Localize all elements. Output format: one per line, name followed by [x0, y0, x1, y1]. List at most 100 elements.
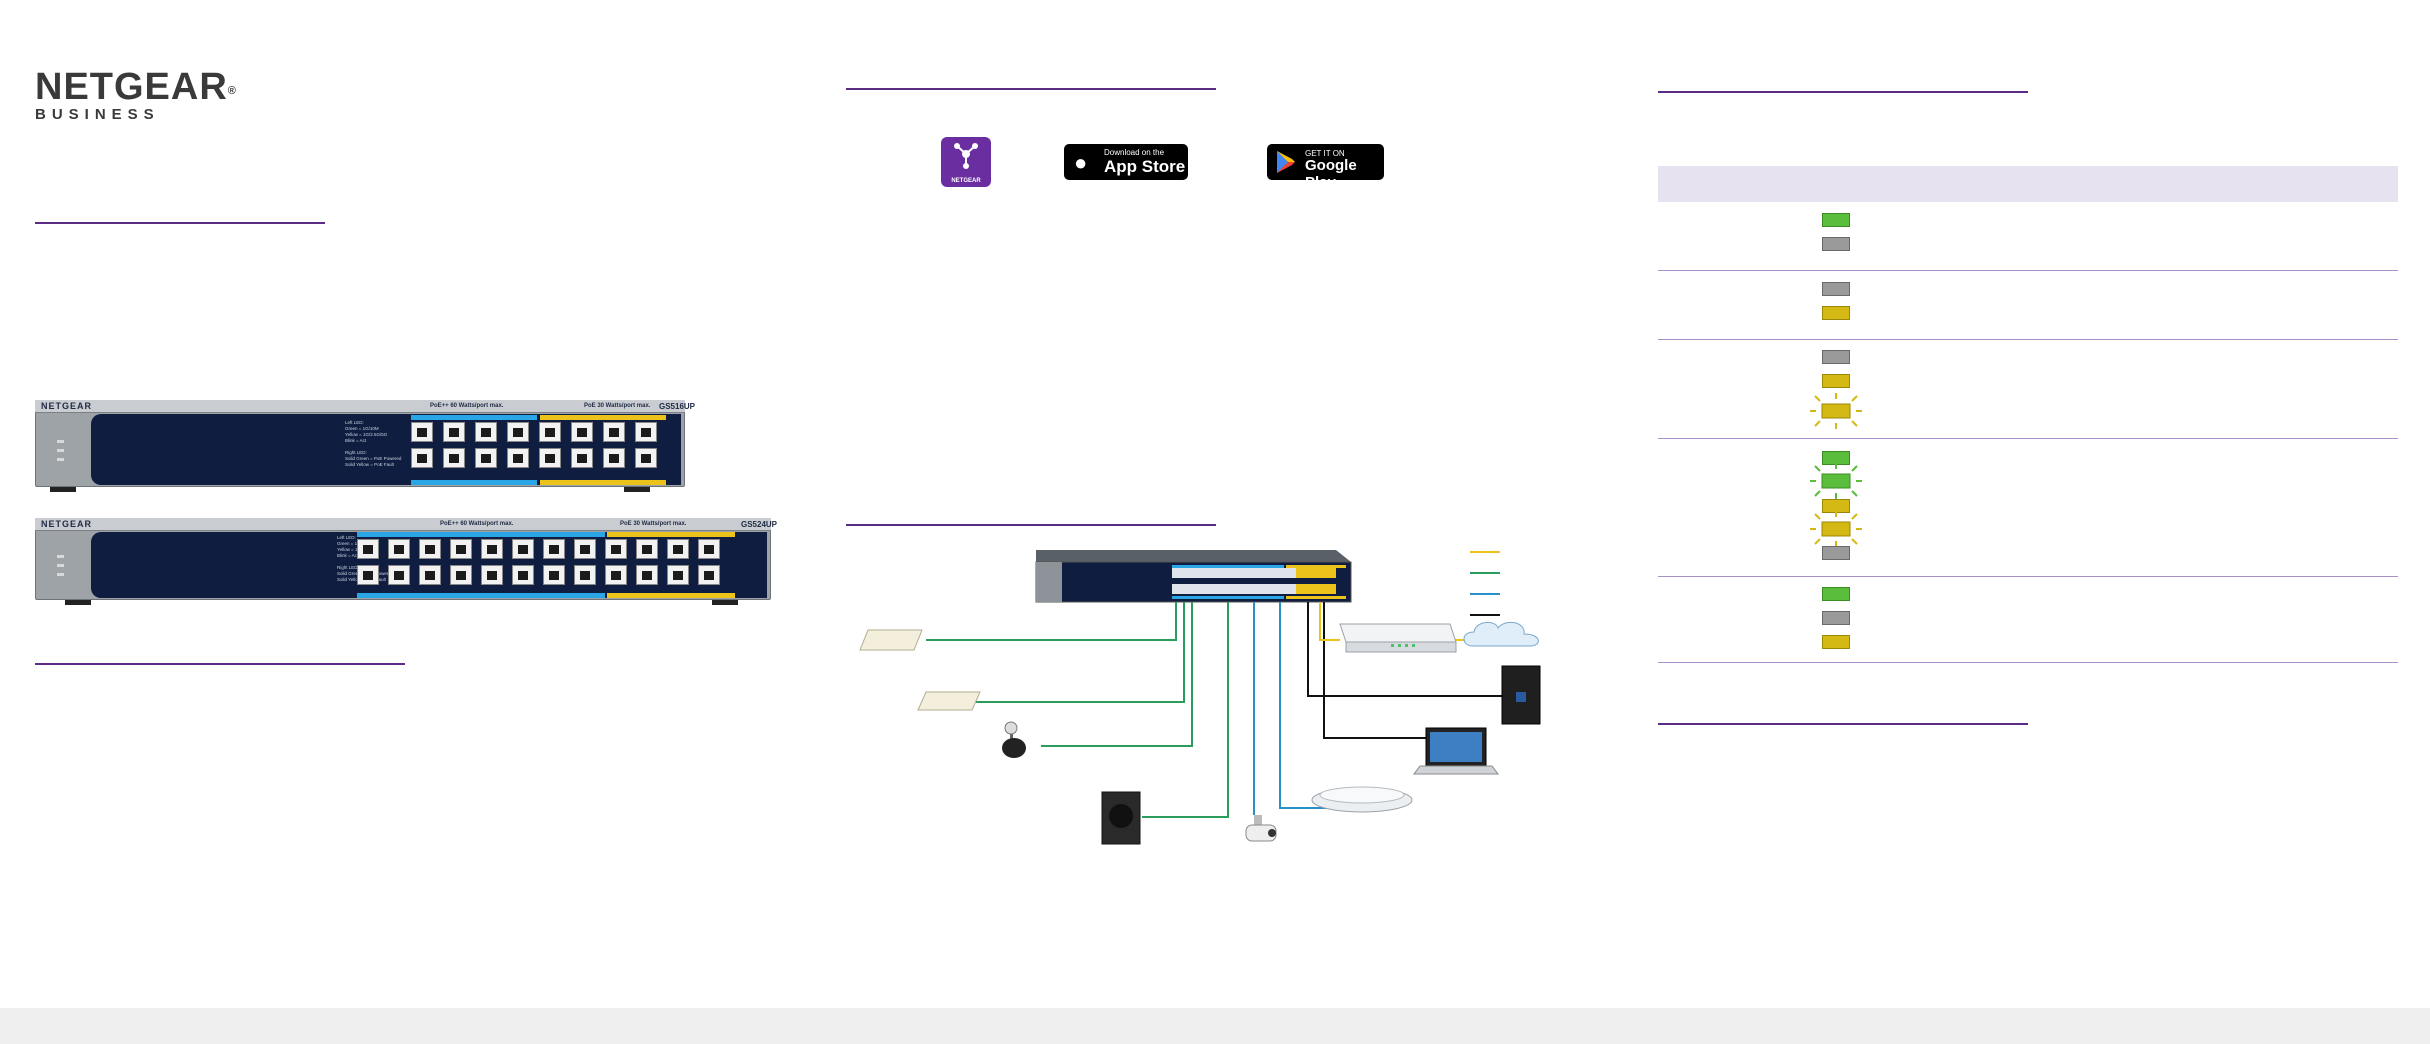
ethernet-port — [605, 539, 627, 559]
led-green-blinking-icon — [1810, 463, 1862, 499]
led-indicator-off — [1822, 611, 1850, 625]
switch-gs524up: NETGEAR PoE++ 60 Watts/port max. PoE 30 … — [35, 518, 777, 602]
app-icon-label: NETGEAR — [951, 178, 981, 184]
ethernet-port — [539, 448, 561, 468]
google-play-badge[interactable]: GET IT ON Google Play — [1267, 144, 1384, 191]
switch-foot — [624, 487, 650, 492]
logo-subtitle: BUSINESS — [35, 106, 160, 123]
switch-top-strip — [35, 518, 771, 531]
ethernet-port — [443, 422, 465, 442]
section-rule-connect — [846, 524, 1216, 526]
router-icon — [1339, 623, 1457, 653]
page-footer-bar — [0, 1008, 2430, 1044]
dome-camera-icon — [1002, 721, 1026, 758]
ethernet-port — [512, 539, 534, 559]
ethernet-port — [571, 448, 593, 468]
ethernet-port — [574, 539, 596, 559]
led-table-header — [1658, 166, 2398, 202]
ports-bank — [357, 539, 725, 585]
switch-brand: NETGEAR — [41, 519, 93, 529]
poe-strip-bottom — [607, 593, 735, 598]
led-panel-light-icon — [859, 629, 923, 651]
led-indicator-yellow — [1822, 635, 1850, 649]
ethernet-port — [357, 565, 379, 585]
netgear-business-logo: NETGEAR® BUSINESS — [35, 68, 237, 123]
ethernet-port — [603, 448, 625, 468]
ethernet-port — [539, 422, 561, 442]
section-rule-overview — [35, 222, 325, 224]
status-leds — [57, 440, 64, 467]
ethernet-port — [635, 448, 657, 468]
google-play-icon — [1277, 151, 1295, 173]
apple-icon: ● — [1074, 150, 1088, 175]
status-leds — [57, 555, 64, 582]
ethernet-port — [443, 448, 465, 468]
ethernet-port — [667, 539, 689, 559]
app-store-badge[interactable]: ● Download on the App Store — [1064, 144, 1188, 180]
ethernet-port — [512, 565, 534, 585]
section-rule-leds — [1658, 91, 2028, 93]
ports-bank — [411, 422, 662, 468]
nas-storage-icon — [1501, 665, 1541, 725]
app-store-small-text: Download on the — [1104, 148, 1165, 157]
wireless-access-point-icon — [1311, 786, 1413, 813]
app-store-big-text: App Store — [1104, 157, 1186, 176]
ethernet-port — [507, 422, 529, 442]
led-indicator-yellow — [1822, 306, 1850, 320]
cable-legend — [1470, 551, 1500, 616]
ethernet-port — [507, 448, 529, 468]
section-rule-panel — [35, 663, 405, 665]
ethernet-port — [411, 422, 433, 442]
switch-foot — [50, 487, 76, 492]
ethernet-port — [667, 565, 689, 585]
laptop-icon — [1413, 727, 1499, 775]
ethernet-port — [605, 565, 627, 585]
poe-plus-label: PoE++ 60 Watts/port max. — [430, 403, 504, 409]
section-rule-app — [846, 88, 1216, 90]
netgear-insight-app-icon[interactable]: NETGEAR — [941, 137, 991, 187]
switch-foot — [712, 600, 738, 605]
switch-gs516up: NETGEAR PoE++ 60 Watts/port max. PoE 30 … — [35, 400, 695, 490]
led-panel-light-icon — [917, 691, 981, 711]
table-row-divider — [1658, 270, 2398, 271]
ethernet-port — [574, 565, 596, 585]
bullet-camera-icon — [1245, 815, 1277, 842]
ethernet-port — [636, 539, 658, 559]
ethernet-port — [388, 539, 410, 559]
ethernet-port — [543, 539, 565, 559]
ethernet-port — [411, 448, 433, 468]
led-indicator-off — [1822, 237, 1850, 251]
ethernet-port — [450, 539, 472, 559]
poe-plus-label: PoE++ 60 Watts/port max. — [440, 521, 514, 527]
ethernet-port — [475, 448, 497, 468]
table-row-divider — [1658, 576, 2398, 577]
ethernet-port — [481, 539, 503, 559]
ethernet-port — [450, 565, 472, 585]
led-indicator-off — [1822, 546, 1850, 560]
poe-plus-strip-bottom — [411, 480, 537, 485]
logo-brand: NETGEAR® — [35, 66, 237, 108]
ethernet-port — [635, 422, 657, 442]
switch-brand: NETGEAR — [41, 401, 93, 411]
led-indicator-yellow — [1822, 374, 1850, 388]
led-indicator-off — [1822, 282, 1850, 296]
ethernet-port — [419, 565, 441, 585]
ethernet-port — [481, 565, 503, 585]
google-play-big-text: Google Play — [1305, 157, 1357, 191]
ethernet-port — [419, 539, 441, 559]
switch-top-strip — [35, 400, 685, 413]
network-connection-diagram — [859, 550, 1541, 845]
ethernet-port — [636, 565, 658, 585]
model-label: GS524UP — [741, 520, 778, 529]
table-row-divider — [1658, 339, 2398, 340]
ethernet-port — [698, 539, 720, 559]
poe-plus-strip-top — [411, 415, 537, 420]
ethernet-port — [603, 422, 625, 442]
led-indicator-green — [1822, 213, 1850, 227]
google-play-small-text: GET IT ON — [1305, 149, 1345, 158]
poe-label: PoE 30 Watts/port max. — [584, 403, 651, 409]
section-rule-specs — [1658, 723, 2028, 725]
ethernet-port — [388, 565, 410, 585]
